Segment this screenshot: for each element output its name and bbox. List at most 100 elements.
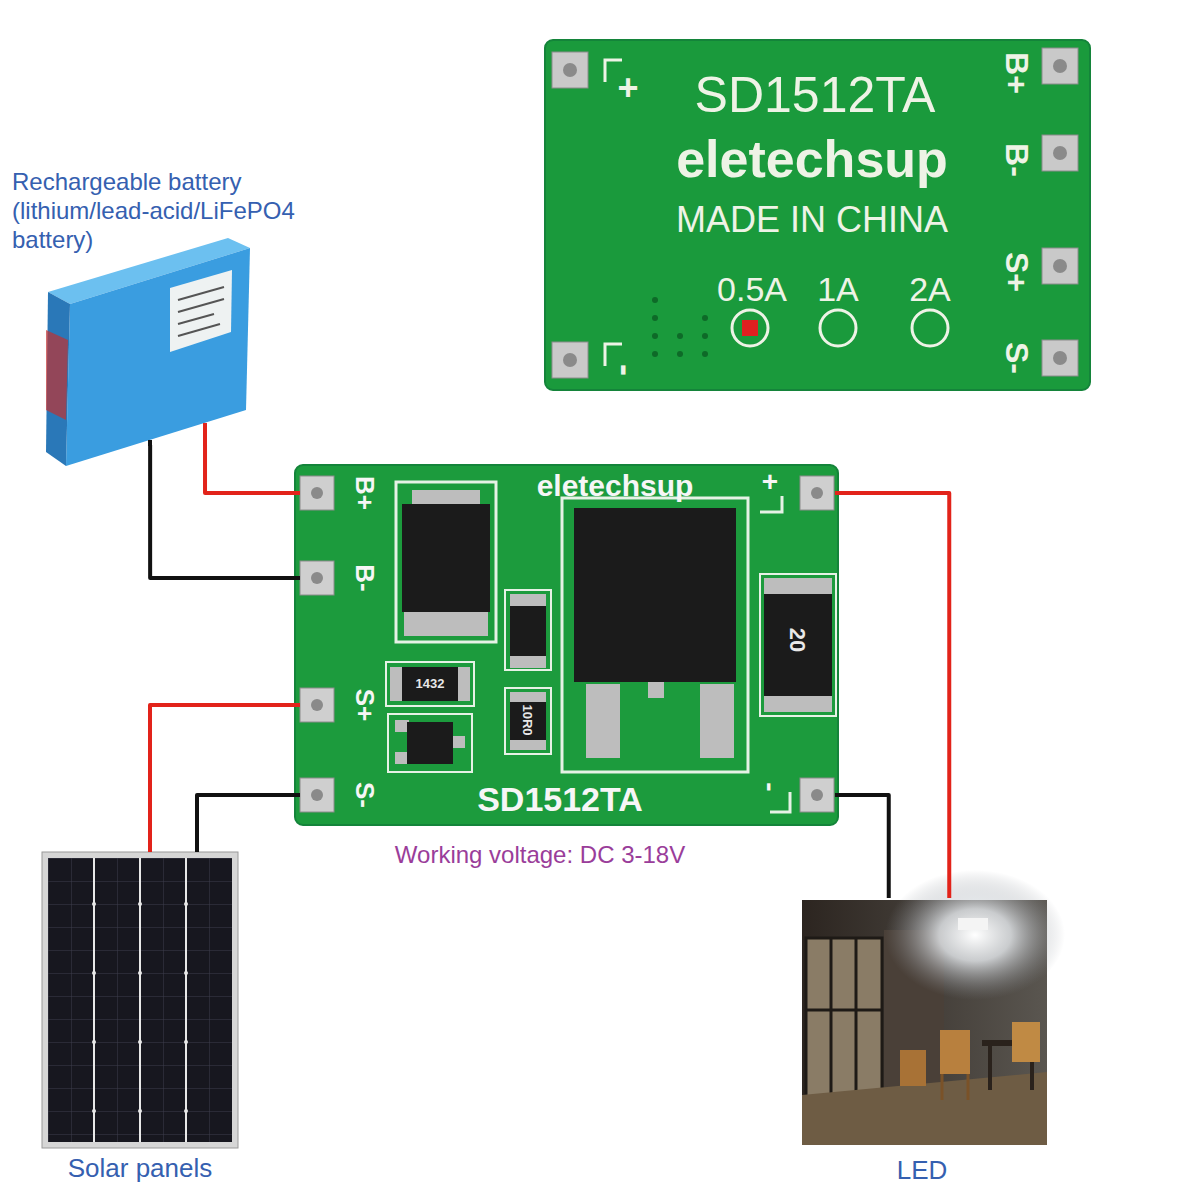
mosfet-body [402, 504, 490, 612]
component-lead [412, 490, 480, 504]
silkscreen-outline [562, 498, 748, 772]
pcb [295, 465, 838, 825]
chair [940, 1030, 970, 1074]
pad [552, 52, 588, 88]
pad [800, 476, 834, 510]
panel-frame [42, 852, 238, 1148]
part-marking: 20 [785, 628, 809, 652]
part-marking: 10R0 [520, 704, 534, 735]
current-option: 1A [817, 271, 859, 308]
component-lead [510, 656, 546, 668]
solder-jumper [820, 310, 856, 346]
jumper-solder [742, 320, 758, 336]
pad-hole [811, 789, 823, 801]
pin-label: + [617, 68, 638, 108]
pad-hole [1053, 146, 1067, 160]
component-lead [510, 594, 546, 606]
silkscreen-outline [388, 714, 472, 772]
component-lead [586, 684, 620, 758]
component-lead [700, 684, 734, 758]
top-view-board: SD1512TAeletechsupMADE IN CHINA0.5A1A2A+… [545, 40, 1090, 390]
battery-end [46, 292, 70, 466]
pad [1042, 248, 1078, 284]
pad [1042, 340, 1078, 376]
terminal-pad: B- [300, 556, 385, 600]
inductor-body [764, 594, 832, 696]
glass-door [806, 938, 882, 1098]
pad [1042, 135, 1078, 171]
silkscreen-outline [505, 590, 551, 670]
door-frame [806, 938, 882, 1098]
pin-label: - [755, 782, 786, 791]
silkscreen-outline [396, 482, 496, 642]
component-lead [404, 612, 488, 636]
pin-label: S- [998, 342, 1033, 374]
solar-panel-picture [42, 852, 238, 1148]
resistor-body [510, 702, 546, 740]
battery-sticker [170, 270, 232, 352]
module-board: eletechsup143210R020SD1512TAB+B-S+S-+- [295, 465, 838, 825]
terminal-pad: + [750, 465, 835, 521]
chair-legs [942, 1074, 968, 1100]
top-board-picture [545, 40, 1090, 390]
pin-label: S+ [351, 689, 380, 722]
pad-hole [1053, 351, 1067, 365]
current-option: 0.5A [717, 271, 787, 308]
pad-hole [563, 353, 577, 367]
pin-label: B+ [998, 52, 1033, 94]
voltage-note: Working voltage: DC 3-18V [395, 842, 685, 868]
silkscreen-outline [505, 688, 551, 754]
lamp-glow [885, 870, 1065, 1000]
component-lead [648, 682, 664, 698]
pad-hole [311, 487, 323, 499]
component-lead [451, 736, 465, 748]
wire [150, 705, 300, 852]
battery-front [66, 248, 250, 466]
chair [900, 1050, 926, 1086]
battery-end-wires [46, 330, 68, 420]
terminal-pad: S- [300, 773, 385, 817]
pad-hole [811, 487, 823, 499]
component-lead [395, 752, 409, 764]
regulator-body [574, 508, 736, 682]
wire [205, 445, 300, 493]
pcb [545, 40, 1090, 390]
pin-label: S+ [998, 252, 1033, 292]
led-photo [802, 870, 1065, 1145]
terminal-pad: B+ [300, 471, 385, 515]
silkscreen-outline [760, 574, 836, 716]
led-lamp: LED [800, 898, 1050, 1188]
chair [1012, 1022, 1040, 1062]
pin-label: B- [351, 564, 380, 591]
pad [300, 561, 334, 595]
panel-cells [48, 858, 232, 1142]
brand-name: eletechsup [676, 131, 948, 188]
battery-caption: Rechargeable battery (lithium/lead-acid/… [12, 168, 372, 254]
pad [1042, 48, 1078, 84]
pad-hole [563, 63, 577, 77]
lamp [958, 918, 988, 930]
board-model: SD1512TA [695, 68, 936, 123]
panel-busbar [94, 858, 186, 1142]
pad-hole [311, 699, 323, 711]
pad-hole [311, 572, 323, 584]
component-caption: LED [897, 1156, 948, 1185]
pin-label: B- [998, 143, 1033, 177]
component-caption: Solar panels [68, 1154, 213, 1183]
solder-jumper [912, 310, 948, 346]
component-lead [764, 696, 832, 712]
sticker-print [178, 287, 224, 336]
solder-jumper [732, 310, 768, 346]
pad [300, 778, 334, 812]
pad-hole [311, 789, 323, 801]
solar-panel: Solar panels [40, 852, 240, 1187]
corner-mark [770, 792, 790, 812]
battery-picture [46, 238, 250, 466]
wire [835, 493, 949, 898]
wire [835, 795, 889, 898]
silkscreen-outline [386, 662, 474, 706]
battery: Rechargeable battery (lithium/lead-acid/… [10, 165, 500, 445]
resistor-body [510, 606, 546, 656]
component-lead [510, 740, 546, 750]
